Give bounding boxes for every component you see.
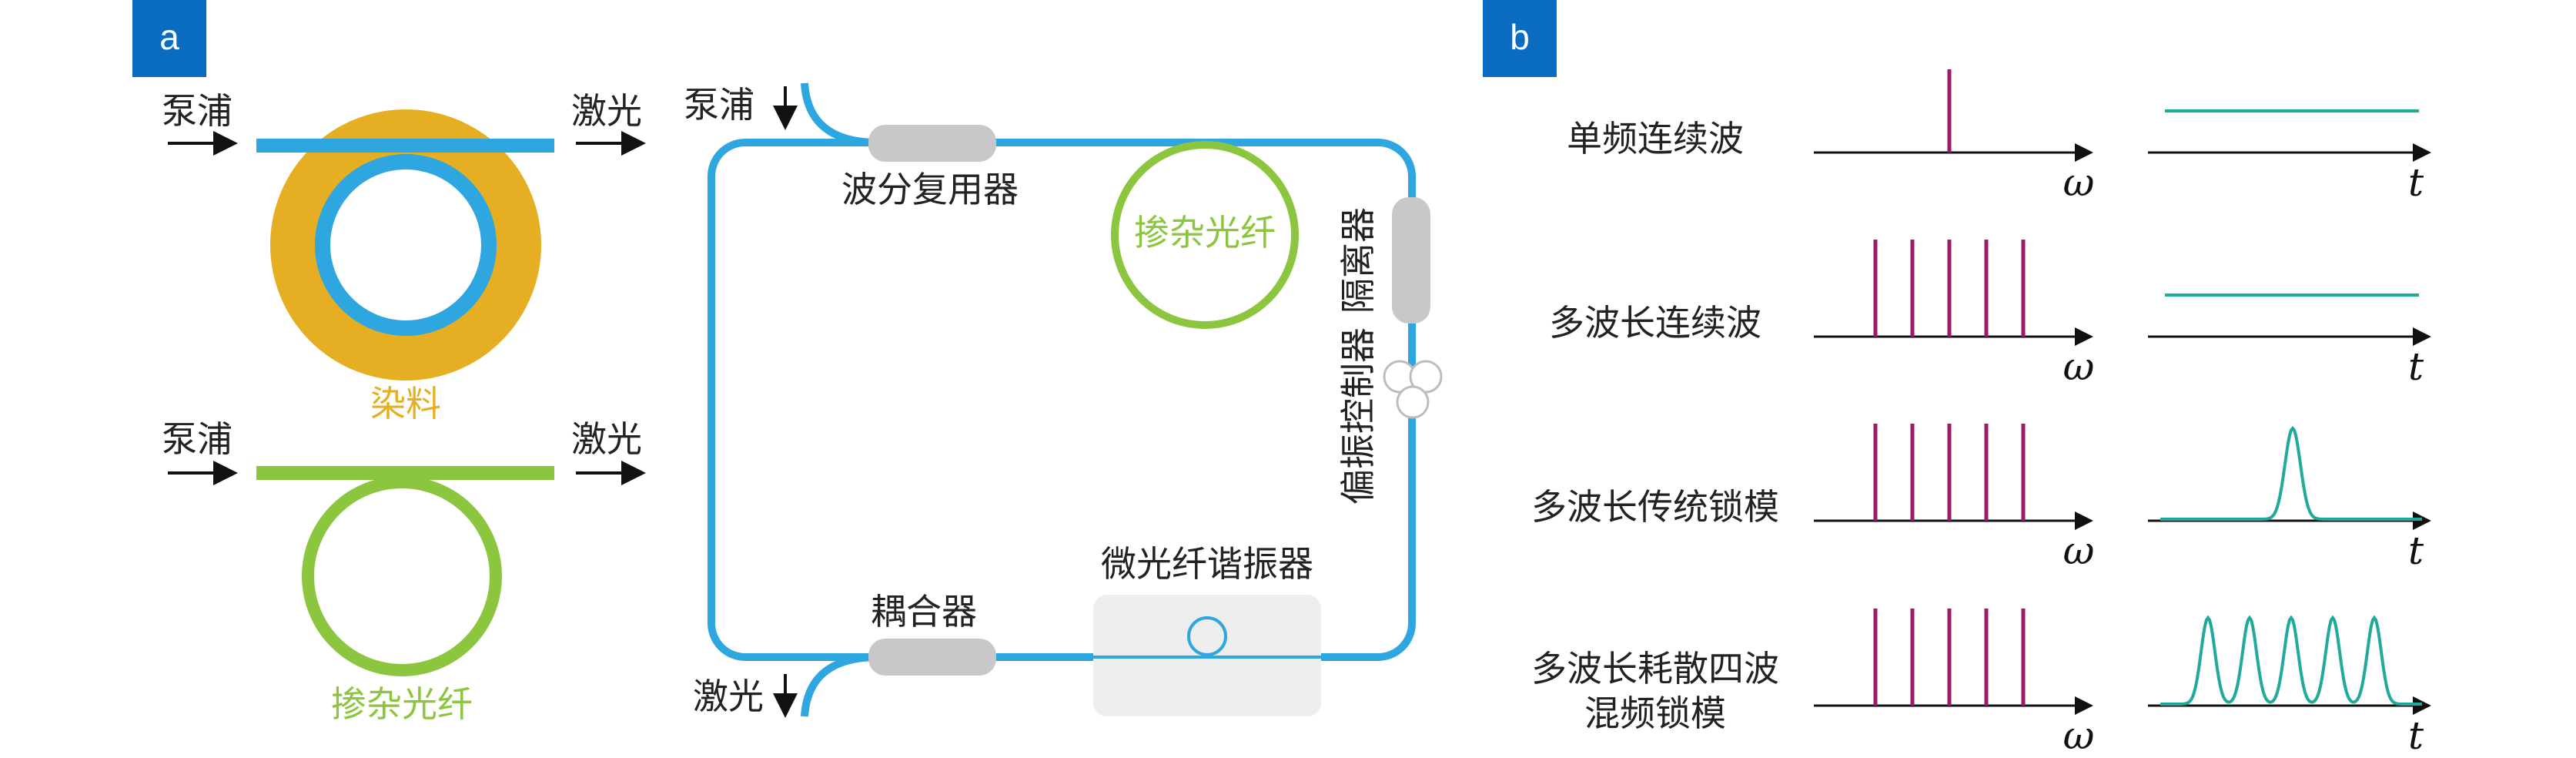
- mode-label: 多波长传统锁模: [1531, 486, 1779, 528]
- mode-label: 多波长耗散四波: [1531, 648, 1779, 689]
- doped-fiber-ring-resonator: 泵浦 激光 掺杂光纤: [162, 418, 646, 725]
- microfiber-ring: [1187, 616, 1227, 656]
- wdm-label: 波分复用器: [841, 169, 1019, 210]
- polarization-controller: [1383, 360, 1443, 419]
- resonator-label: 微光纤谐振器: [1101, 543, 1313, 585]
- cavity-pump-label: 泵浦: [684, 84, 754, 126]
- coupler-component: [868, 639, 996, 676]
- mode-label: 多波长连续波: [1549, 302, 1761, 344]
- laser-output-fiber: [801, 653, 878, 717]
- frequency-axis-label: ω: [2063, 713, 2095, 758]
- dye-label: 染料: [370, 383, 441, 424]
- pump-input-fiber: [801, 82, 878, 146]
- wdm-component: [868, 125, 996, 162]
- ring-waveguide: [315, 154, 497, 336]
- doped-fiber-coil: [1111, 141, 1299, 329]
- frequency-axis-label: ω: [2063, 344, 2095, 389]
- mode-row: 多波长连续波 ω t: [1549, 240, 2431, 389]
- polarization-controller-label: 偏振控制器: [1337, 327, 1379, 505]
- panel-a: a 泵浦 激光 染料 泵浦 激光 掺杂光纤: [132, 0, 1443, 725]
- time-axis-label: t: [2408, 160, 2424, 205]
- pc-paddle-3: [1396, 385, 1430, 419]
- coupler-label: 耦合器: [871, 591, 977, 632]
- pump-label-bottom: 泵浦: [162, 418, 233, 460]
- time-trace: [2160, 615, 2422, 706]
- panel-a-badge: [132, 0, 206, 77]
- time-axis-label: t: [2408, 713, 2424, 758]
- time-trace: [2160, 425, 2422, 521]
- isolator-label: 隔离器: [1337, 207, 1379, 314]
- panel-b-badge: [1483, 0, 1557, 77]
- fiber-laser-cavity: 泵浦 波分复用器 掺杂光纤 隔离器 偏振控制器 耦合器: [684, 82, 1443, 718]
- dye-ring-resonator: 泵浦 激光 染料: [162, 90, 646, 424]
- time-axis-label: t: [2408, 344, 2424, 389]
- cavity-laser-label: 激光: [693, 676, 764, 717]
- frequency-axis-label: ω: [2063, 160, 2095, 205]
- pump-label-top: 泵浦: [162, 90, 233, 132]
- doped-fiber-label: 掺杂光纤: [1134, 212, 1276, 253]
- doped-fiber-label-bottom: 掺杂光纤: [331, 683, 473, 725]
- frequency-axis-label: ω: [2063, 528, 2095, 573]
- panel-b-badge-label: b: [1510, 17, 1530, 57]
- dye-ring: [270, 109, 541, 381]
- panel-a-badge-label: a: [159, 17, 179, 57]
- mode-label: 单频连续波: [1567, 118, 1744, 159]
- time-axis-label: t: [2408, 528, 2424, 573]
- laser-label-bottom: 激光: [571, 418, 642, 460]
- laser-label-top: 激光: [571, 90, 642, 132]
- mode-label: 混频锁模: [1584, 693, 1726, 734]
- mode-row: 多波长传统锁模 ω t: [1531, 424, 2431, 573]
- mode-row: 单频连续波 ω t: [1567, 69, 2431, 205]
- isolator-component: [1392, 197, 1430, 324]
- doped-fiber-ring: [302, 476, 502, 676]
